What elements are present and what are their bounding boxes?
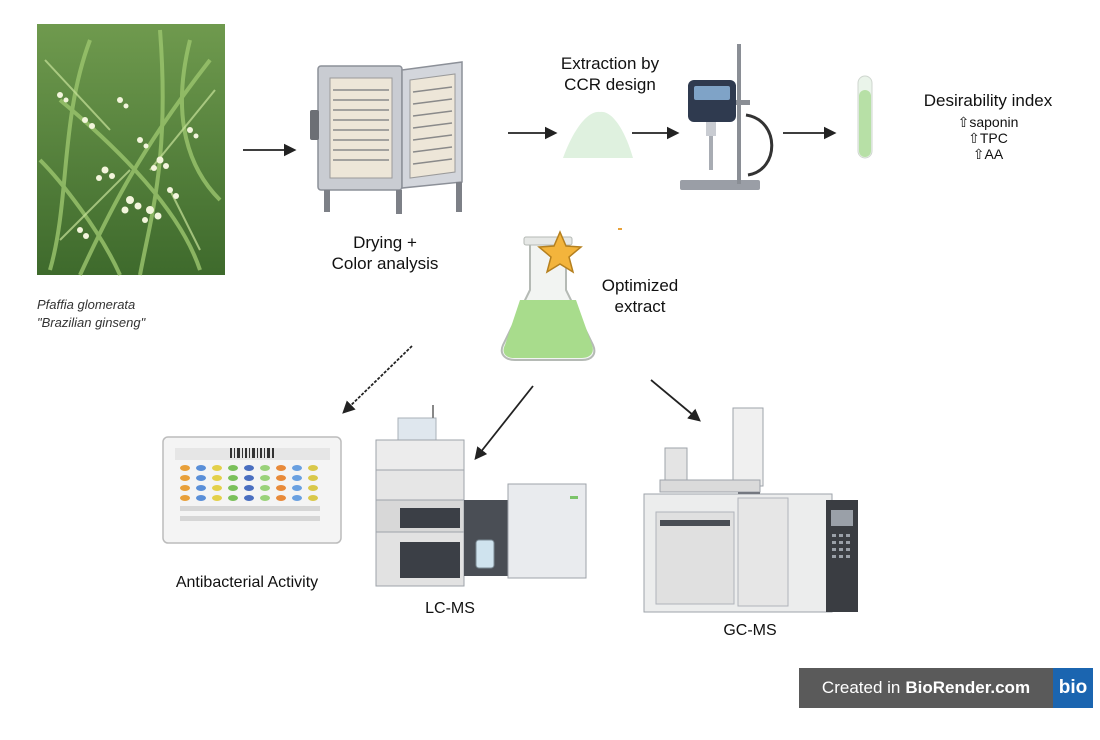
microplate-illustration (162, 436, 342, 544)
biorender-logo-icon: bio (1053, 668, 1093, 708)
drying-oven-illustration (310, 61, 463, 214)
extraction-label: Extraction by CCR design (540, 53, 680, 95)
desirability-item-aa: ⇧AA (972, 146, 1004, 162)
star-icon (537, 230, 583, 274)
biorender-badge-text: Created in BioRender.com (799, 668, 1053, 708)
homogenizer-illustration (680, 44, 774, 190)
optimized-label-line2: extract (614, 297, 666, 316)
plant-species-name: Pfaffia glomerata (37, 297, 136, 312)
arrow-extract-to-lcms (474, 385, 534, 460)
gcms-label: GC-MS (723, 622, 777, 639)
gcms-illustration (643, 407, 858, 613)
extraction-label-line1: Extraction by (560, 54, 660, 73)
lcms-illustration (375, 405, 587, 587)
biorender-prefix: Created in (821, 678, 901, 697)
drying-label-line2: Color analysis (331, 254, 439, 273)
desirability-block: Desirability index ⇧saponin ⇧TPC ⇧AA (893, 90, 1083, 162)
biorender-badge[interactable]: Created in BioRender.com bio (799, 668, 1093, 708)
plant-common-name: "Brazilian ginseng" (37, 315, 146, 330)
desirability-item-tpc: ⇧TPC (968, 130, 1008, 146)
accent-dot (618, 228, 622, 230)
optimized-label-line1: Optimized (601, 276, 679, 295)
extraction-label-line2: CCR design (564, 75, 656, 94)
drying-label: Drying + Color analysis (300, 232, 470, 274)
optimized-label: Optimized extract (580, 275, 700, 317)
plant-photo (37, 24, 225, 276)
biorender-brand: BioRender.com (905, 678, 1031, 697)
test-tube-illustration (857, 75, 873, 159)
arrow-extract-to-gcms (650, 379, 701, 422)
desirability-item-saponin: ⇧saponin (957, 114, 1019, 130)
powder-illustration (563, 111, 633, 158)
lcms-label: LC-MS (425, 600, 475, 617)
arrow-extract-to-antibacterial (342, 345, 413, 414)
desirability-title: Desirability index (923, 91, 1053, 110)
antibacterial-label: Antibacterial Activity (175, 574, 319, 591)
plant-caption: Pfaffia glomerata "Brazilian ginseng" (37, 296, 145, 332)
drying-label-line1: Drying + (353, 233, 417, 252)
